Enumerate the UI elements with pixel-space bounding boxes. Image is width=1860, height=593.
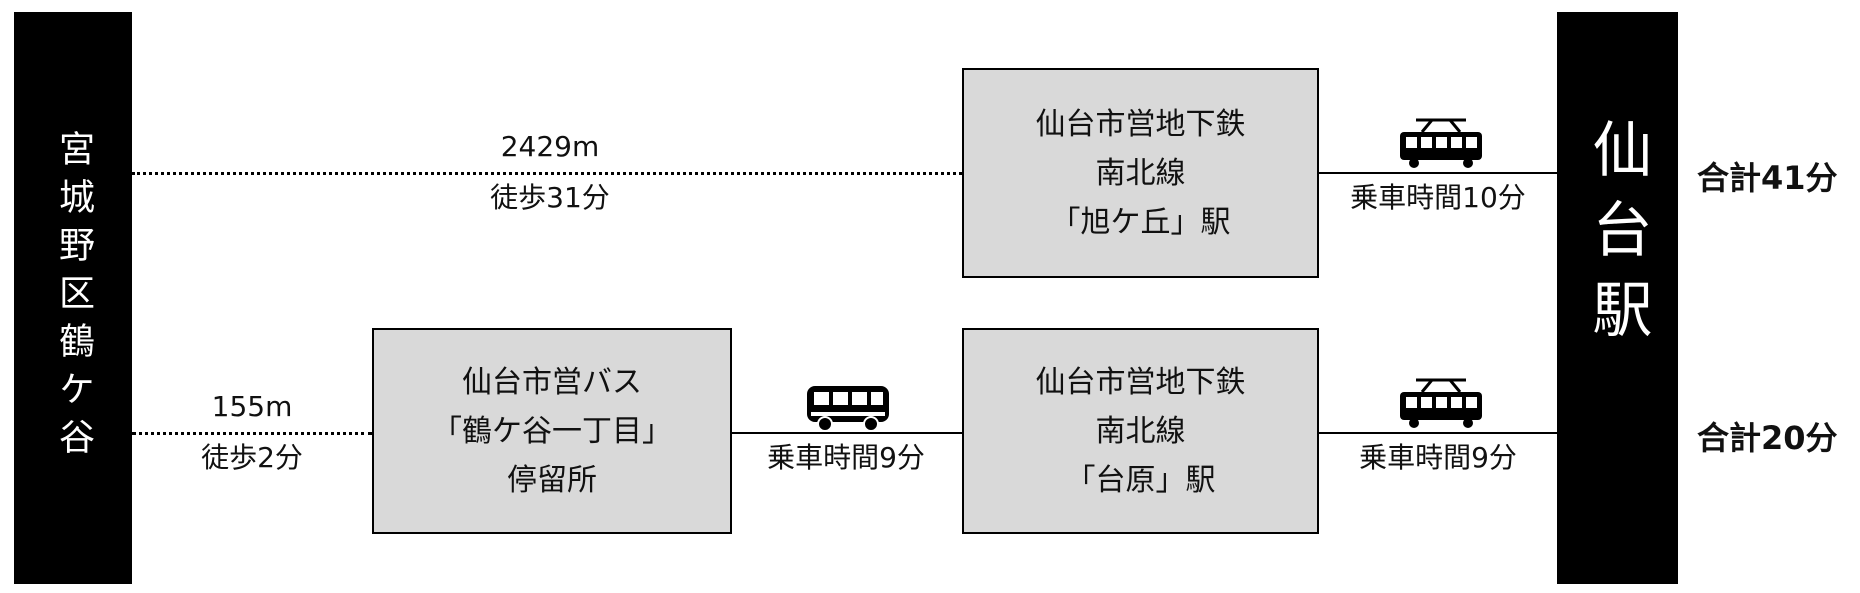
route2-busstop-line2: 「鶴ケ谷一丁目」: [432, 413, 672, 449]
route2-walk-line: [132, 432, 372, 435]
route2-station-line3: 「台原」駅: [1065, 462, 1216, 498]
destination-label: 仙台駅: [1582, 118, 1652, 358]
route2-busstop-line1: 仙台市営バス: [462, 364, 642, 400]
route2-total: 合計20分: [1697, 419, 1838, 457]
origin-pillar: 宮城野区鶴ケ谷: [14, 12, 132, 584]
route1-total: 合計41分: [1697, 159, 1838, 197]
route1-ride-time: 乗車時間10分: [1350, 181, 1526, 214]
route2-bus-time: 乗車時間9分: [767, 441, 925, 474]
route1-walk-time: 徒歩31分: [490, 181, 610, 214]
route2-station-line2: 南北線: [1095, 413, 1186, 449]
route1-ride-line: [1319, 172, 1557, 174]
route1-station-line3: 「旭ケ丘」駅: [1050, 204, 1231, 240]
tram-icon: [1400, 118, 1482, 168]
route2-ride-line: [1319, 432, 1557, 434]
route1-station-line2: 南北線: [1095, 155, 1186, 191]
route2-station-box: 仙台市営地下鉄 南北線 「台原」駅: [962, 328, 1319, 534]
route2-walk-time: 徒歩2分: [201, 441, 303, 474]
origin-label: 宮城野区鶴ケ谷: [53, 130, 94, 466]
route2-busstop-line3: 停留所: [507, 462, 597, 498]
route2-walk-distance: 155m: [211, 390, 293, 423]
route2-station-line1: 仙台市営地下鉄: [1035, 364, 1246, 400]
route2-bus-line: [732, 432, 962, 434]
route2-ride-time: 乗車時間9分: [1359, 441, 1517, 474]
bus-icon: [807, 386, 889, 432]
route1-walk-distance: 2429m: [500, 130, 600, 163]
route1-walk-line: [132, 172, 962, 175]
route1-station-box: 仙台市営地下鉄 南北線 「旭ケ丘」駅: [962, 68, 1319, 278]
route2-busstop-box: 仙台市営バス 「鶴ケ谷一丁目」 停留所: [372, 328, 732, 534]
tram-icon: [1400, 378, 1482, 428]
destination-pillar: 仙台駅: [1557, 12, 1678, 584]
route1-station-line1: 仙台市営地下鉄: [1035, 106, 1246, 142]
